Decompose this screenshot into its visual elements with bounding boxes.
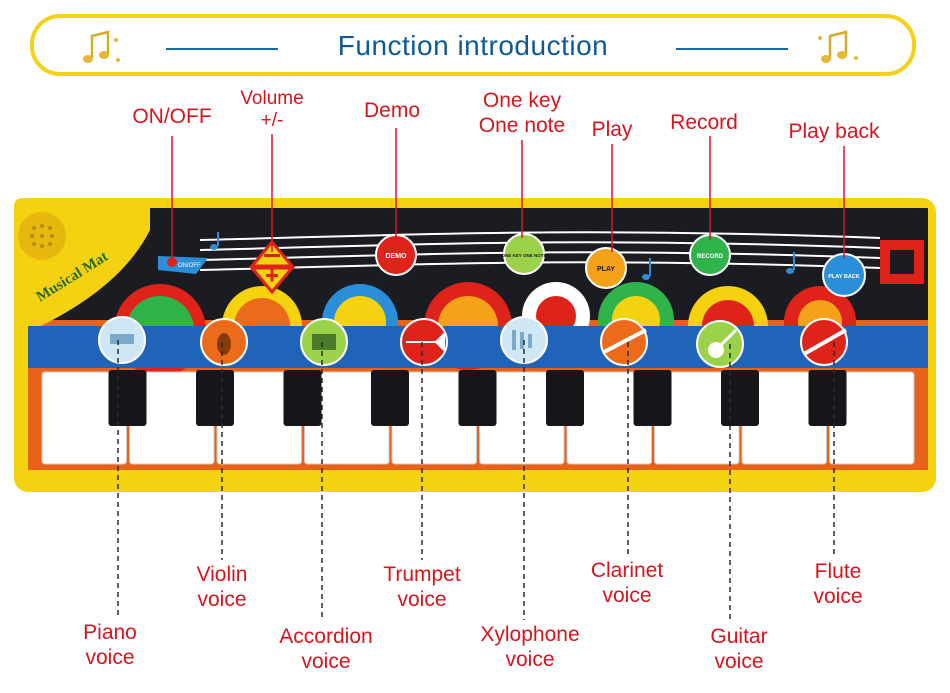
one-key-button-label: ONE KEY ONE NOTE xyxy=(502,253,547,258)
label-demo: Demo xyxy=(363,99,421,122)
clarinet-icon xyxy=(603,328,647,354)
play-button[interactable]: PLAY xyxy=(585,247,627,289)
play-button-label: PLAY xyxy=(597,266,615,273)
play-back-button-label: PLAY BACK xyxy=(828,274,860,280)
black-key[interactable] xyxy=(371,370,409,426)
label-record: Record xyxy=(670,111,738,134)
label-volume: Volume+/- xyxy=(240,88,304,131)
xylophone-icon xyxy=(512,330,532,350)
volume-button[interactable] xyxy=(248,239,296,295)
black-key[interactable] xyxy=(196,370,234,426)
record-button[interactable]: RECORD xyxy=(689,234,731,276)
title-rule-right xyxy=(676,48,788,50)
speaker-holes xyxy=(30,224,54,248)
onoff-button-label: ON/OFF xyxy=(178,263,201,269)
violin-icon xyxy=(217,333,231,355)
accordion-voice-button[interactable] xyxy=(300,318,348,366)
piano-voice-button[interactable] xyxy=(98,316,146,364)
music-note-icon xyxy=(83,30,120,63)
black-key[interactable] xyxy=(546,370,584,426)
trumpet-icon xyxy=(406,331,445,353)
music-note-icon xyxy=(818,30,858,63)
page-title: Function introduction xyxy=(337,30,609,61)
violin-voice-button[interactable] xyxy=(200,318,248,366)
label-play-back: Play back xyxy=(788,120,880,143)
clarinet-voice-button[interactable] xyxy=(600,318,648,366)
play-back-button[interactable]: PLAY BACK xyxy=(822,253,866,297)
onoff-button[interactable]: ON/OFF xyxy=(158,256,208,274)
black-key[interactable] xyxy=(108,370,147,426)
piano-icon xyxy=(110,334,134,344)
white-keys xyxy=(41,371,915,465)
label-play: Play xyxy=(591,118,633,141)
demo-button-label: DEMO xyxy=(386,253,408,260)
volume-minus-icon xyxy=(264,254,280,257)
black-key[interactable] xyxy=(808,370,847,426)
black-key[interactable] xyxy=(633,370,672,426)
title-rule-left xyxy=(166,48,278,50)
flute-icon xyxy=(803,328,847,356)
black-keys xyxy=(108,370,847,426)
accordion-icon xyxy=(312,334,336,350)
one-key-button[interactable]: ONE KEY ONE NOTE xyxy=(502,233,547,275)
black-key[interactable] xyxy=(458,370,497,426)
black-key[interactable] xyxy=(721,370,759,426)
trumpet-voice-button[interactable] xyxy=(400,318,448,366)
leader-lines xyxy=(117,128,845,622)
guitar-voice-button[interactable] xyxy=(696,320,744,368)
record-button-label: RECORD xyxy=(697,254,724,260)
music-note-icon xyxy=(210,232,795,280)
demo-button[interactable]: DEMO xyxy=(375,234,417,276)
flute-voice-button[interactable] xyxy=(800,318,848,366)
label-onoff: ON/OFF xyxy=(132,105,212,128)
black-key[interactable] xyxy=(283,370,322,426)
instrument-strip xyxy=(28,326,928,368)
header-banner: Function introduction xyxy=(30,14,916,76)
mat-bottom-rim xyxy=(28,470,928,480)
